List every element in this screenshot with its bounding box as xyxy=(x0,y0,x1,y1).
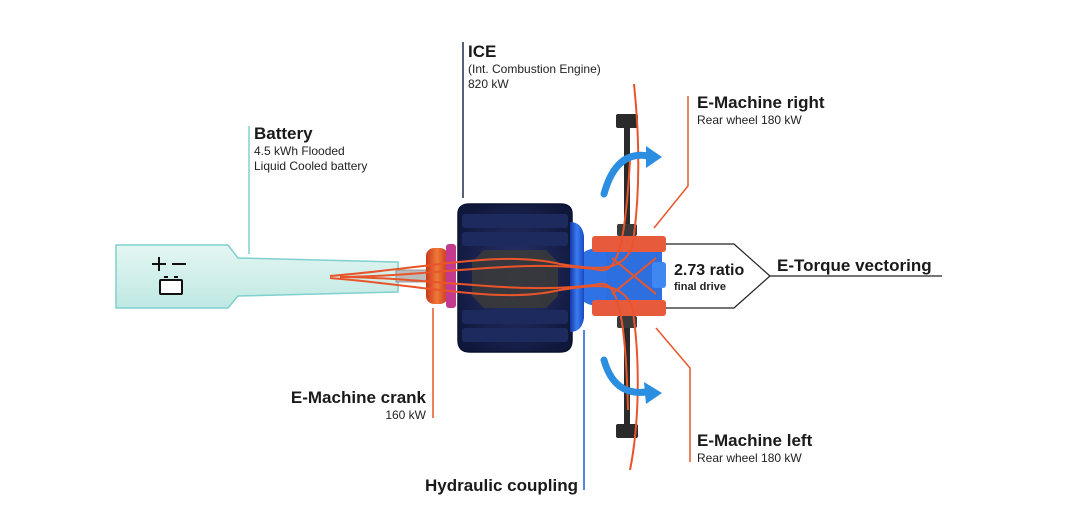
battery-icon xyxy=(152,257,186,295)
emachine-right-leader xyxy=(653,96,689,229)
torque-label: E-Torque vectoring xyxy=(777,255,932,276)
emachine-left-label: E-Machine left Rear wheel 180 kW xyxy=(697,430,812,466)
ratio-value: 2.73 ratio xyxy=(674,262,745,279)
emachine-left-leader xyxy=(655,327,691,462)
hydraulic-coupling xyxy=(570,222,584,332)
emachine-left-title: E-Machine left xyxy=(697,431,813,450)
rotation-arrow-bottom xyxy=(600,356,662,404)
ice-line2: 820 kW xyxy=(468,77,509,92)
hydraulic-title: Hydraulic coupling xyxy=(424,476,578,495)
emachine-crank-body xyxy=(426,248,448,304)
battery-label: Battery 4.5 kWh Flooded Liquid Cooled ba… xyxy=(254,123,367,174)
ice-label: ICE (Int. Combustion Engine) 820 kW xyxy=(468,41,601,92)
ratio-label: 2.73 ratio final drive xyxy=(674,261,744,295)
emachine-crank-sub: 160 kW xyxy=(385,408,426,423)
ice-engine xyxy=(457,203,573,353)
emachine-right-title: E-Machine right xyxy=(697,93,825,112)
ice-line1: (Int. Combustion Engine) xyxy=(468,62,601,77)
battery-title: Battery xyxy=(254,124,313,143)
ice-title: ICE xyxy=(468,42,497,61)
emachine-crank-label: E-Machine crank 160 kW xyxy=(291,387,426,423)
battery-pack xyxy=(115,244,399,309)
emachine-right-sub: Rear wheel 180 kW xyxy=(697,113,802,128)
emachine-crank-ring xyxy=(446,244,456,308)
ratio-sub: final drive xyxy=(674,281,726,293)
emachine-right-label: E-Machine right Rear wheel 180 kW xyxy=(697,92,825,128)
battery-line2: Liquid Cooled battery xyxy=(254,159,368,174)
battery-line1: 4.5 kWh Flooded xyxy=(254,144,345,159)
coupling-bulb xyxy=(584,248,612,306)
energy-flow-lines xyxy=(329,83,640,471)
emachine-left-sub: Rear wheel 180 kW xyxy=(697,451,802,466)
torque-title: E-Torque vectoring xyxy=(777,256,932,275)
rotation-arrow-top xyxy=(600,146,662,198)
hydraulic-label: Hydraulic coupling xyxy=(425,475,578,496)
emachine-crank-title: E-Machine crank xyxy=(290,388,426,407)
